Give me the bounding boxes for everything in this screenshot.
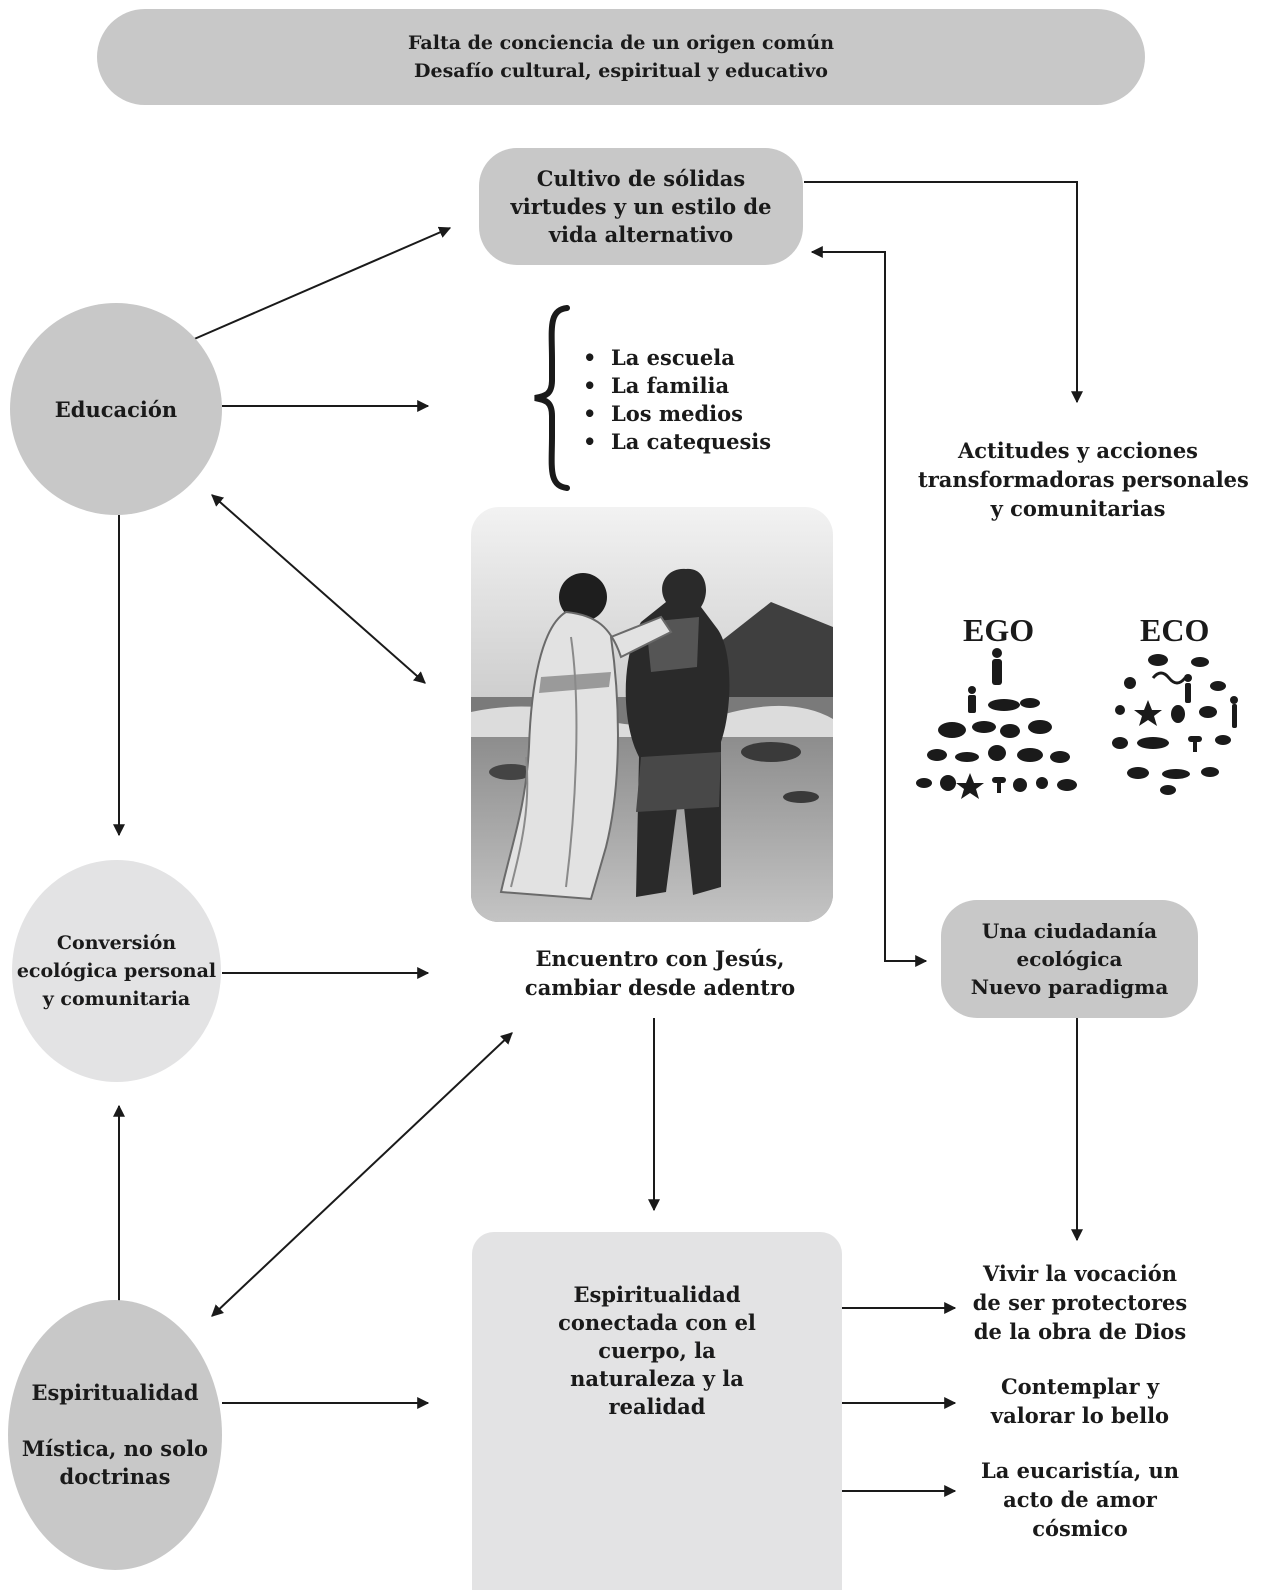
actitudes-line-3: y comunitarias — [990, 496, 1166, 521]
eucaristia-line-3: cósmico — [1032, 1516, 1128, 1541]
ciudadania-line-1: Una ciudadanía — [981, 919, 1158, 943]
ciudadania-line-2: ecológica — [1016, 947, 1123, 971]
arrow-cultivo-ciudadania-double — [810, 246, 928, 967]
curly-brace — [534, 305, 570, 491]
cultivo-line-3: vida alternativo — [548, 221, 734, 247]
header-line-2: Desafío cultural, espiritual y educativo — [414, 60, 828, 82]
vivir-line-3: de la obra de Dios — [973, 1319, 1187, 1344]
vivir-text: Vivir la vocación de ser protectores de … — [950, 1259, 1210, 1346]
list-item: Los medios — [583, 400, 771, 428]
cultivo-line-1: Cultivo de sólidas — [536, 165, 746, 191]
esp-box-line-1: Espiritualidad — [573, 1282, 741, 1307]
header-line-1: Falta de conciencia de un origen común — [407, 32, 835, 54]
espiritualidad-circle: Espiritualidad Mística, no solo doctrina… — [8, 1300, 222, 1570]
conversion-line-3: y comunitaria — [42, 988, 191, 1010]
ego-pyramid-icon — [916, 648, 1077, 799]
actitudes-line-2: transformadoras personales — [918, 467, 1249, 492]
espiritualidad-title: Espiritualidad — [31, 1380, 199, 1405]
encuentro-line-2: cambiar desde adentro — [524, 975, 796, 1000]
eucaristia-line-2: acto de amor — [1003, 1487, 1157, 1512]
educacion-label: Educación — [54, 396, 178, 422]
eucaristia-line-1: La eucaristía, un — [980, 1458, 1179, 1483]
arrow-espiritualidad-encuentro-double — [211, 1032, 513, 1317]
esp-box-line-2: conectada con el — [558, 1310, 756, 1335]
contemplar-line-1: Contemplar y — [1000, 1374, 1160, 1399]
encuentro-caption: Encuentro con Jesús, cambiar desde adent… — [500, 944, 820, 1002]
encuentro-photo — [471, 507, 833, 922]
contemplar-text: Contemplar y valorar lo bello — [960, 1372, 1200, 1430]
eucaristia-text: La eucaristía, un acto de amor cósmico — [960, 1456, 1200, 1543]
education-settings-list: La escuela La familia Los medios La cate… — [583, 344, 771, 456]
ciudadania-line-3: Nuevo paradigma — [970, 975, 1169, 999]
educacion-circle: Educación — [10, 303, 222, 515]
arrow-educacion-photo-double — [211, 494, 426, 684]
arrow-cultivo-to-actitudes — [804, 181, 1083, 404]
conversion-line-1: Conversión — [56, 932, 177, 954]
esp-box-line-4: naturaleza y la — [570, 1366, 744, 1391]
cultivo-line-2: virtudes y un estilo de — [510, 193, 772, 219]
vivir-line-2: de ser protectores — [972, 1290, 1188, 1315]
eco-label: ECO — [1140, 612, 1210, 648]
eco-circle-icon — [1112, 654, 1238, 795]
espiritualidad-line-2: doctrinas — [59, 1464, 171, 1489]
cultivo-node: Cultivo de sólidas virtudes y un estilo … — [479, 148, 803, 265]
header-banner: Falta de conciencia de un origen común D… — [97, 9, 1145, 105]
actitudes-text: Actitudes y acciones transformadoras per… — [918, 436, 1249, 523]
list-item: La escuela — [583, 344, 771, 372]
list-item: La catequesis — [583, 428, 771, 456]
conversion-circle: Conversión ecológica personal y comunita… — [12, 860, 221, 1082]
esp-box-line-5: realidad — [608, 1394, 706, 1419]
conversion-line-2: ecológica personal — [16, 960, 217, 982]
actitudes-line-1: Actitudes y acciones — [957, 438, 1199, 463]
arrow-educacion-to-cultivo — [191, 226, 452, 341]
ego-label: EGO — [963, 612, 1035, 648]
encuentro-line-1: Encuentro con Jesús, — [535, 946, 785, 971]
espiritualidad-line-1: Mística, no solo — [21, 1436, 209, 1461]
espiritualidad-conectada-box: Espiritualidad conectada con el cuerpo, … — [472, 1232, 842, 1590]
ciudadania-node: Una ciudadanía ecológica Nuevo paradigma — [941, 900, 1198, 1018]
contemplar-line-2: valorar lo bello — [990, 1403, 1170, 1428]
esp-box-line-3: cuerpo, la — [598, 1338, 716, 1363]
beach-scene-image — [471, 507, 833, 922]
vivir-line-1: Vivir la vocación — [983, 1261, 1177, 1286]
list-item: La familia — [583, 372, 771, 400]
